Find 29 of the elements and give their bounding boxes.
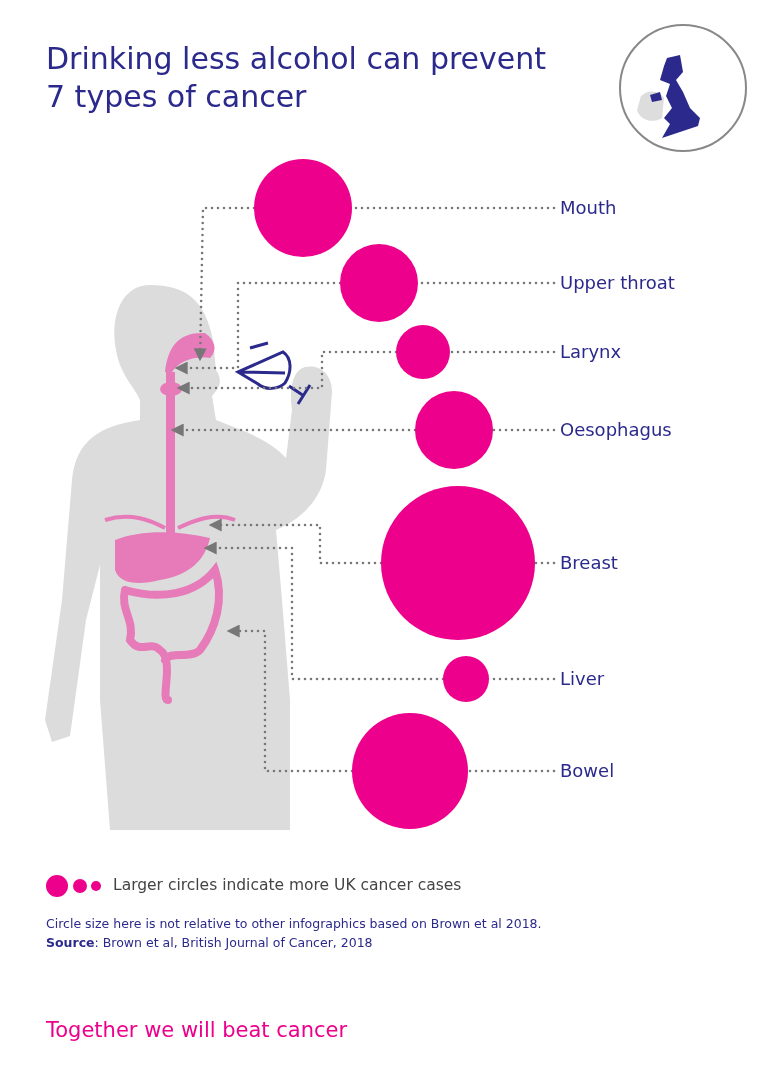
cancer-type-label: Liver	[560, 668, 605, 690]
cancer-type-label: Larynx	[560, 341, 622, 363]
case-size-circle	[381, 486, 535, 640]
leader-arrow	[174, 281, 342, 375]
cancer-type-label: Breast	[560, 552, 618, 574]
leader-arrow	[203, 541, 445, 681]
leader-arrow	[176, 350, 398, 395]
leader-arrow	[170, 423, 417, 437]
leader-line	[466, 769, 556, 773]
leader-line	[491, 428, 556, 432]
source-note: Source: Brown et al, British Journal of Cancer, 2018	[46, 935, 373, 950]
leader-line	[448, 350, 556, 354]
case-size-circle	[415, 391, 493, 469]
case-size-circle	[254, 159, 352, 257]
title: Drinking less alcohol can prevent 7 types of cancer	[46, 40, 548, 116]
leader-arrow	[226, 624, 354, 773]
slogan: Together we will beat cancer	[46, 1018, 348, 1042]
cancer-type-label: Upper throat	[560, 272, 675, 294]
case-size-circle	[340, 244, 418, 322]
case-size-circle	[443, 656, 489, 702]
cancer-type-label: Mouth	[560, 197, 617, 219]
leader-arrow	[193, 206, 256, 362]
legend-text: Larger circles indicate more UK cancer cases	[113, 876, 462, 894]
case-size-circle	[396, 325, 450, 379]
leader-arrow	[208, 518, 383, 565]
cancer-type-label: Oesophagus	[560, 419, 672, 441]
cancer-type-label: Bowel	[560, 760, 615, 782]
case-size-circle	[352, 713, 468, 829]
footnote: Circle size here is not relative to other infographics based on Brown et al 2018.	[46, 916, 542, 931]
